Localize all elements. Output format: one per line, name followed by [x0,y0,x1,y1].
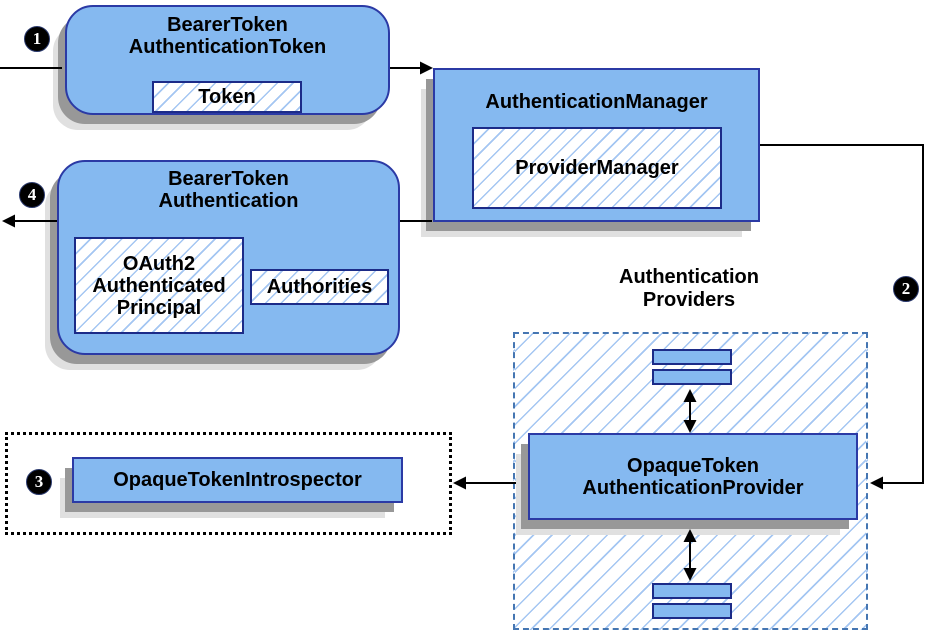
title-line-1: OpaqueToken [627,454,759,477]
oauth2-authenticated-principal-box: OAuth2 Authenticated Principal [74,237,244,334]
title-line-2: Authentication [158,190,299,212]
providers-label-line-2: Providers [642,289,736,311]
step-3-badge: 3 [26,469,52,495]
opaque-token-authentication-provider-node: OpaqueToken AuthenticationProvider [528,433,858,520]
bearer-token-authentication-title: BearerToken Authentication [59,162,398,212]
opaque-token-authentication-provider-title: OpaqueToken AuthenticationProvider [582,455,803,499]
providers-label-line-1: Authentication [619,266,759,288]
step-4-badge: 4 [19,182,45,208]
step-2-number: 2 [901,279,911,298]
provider-bar [652,369,732,385]
token-label: Token [198,86,256,108]
authorities-label: Authorities [266,276,373,298]
provider-manager-label: ProviderManager [515,157,679,179]
principal-line-1: OAuth2 [122,252,196,275]
step-1-number: 1 [32,29,42,48]
provider-bar [652,349,732,365]
opaque-token-introspector-title: OpaqueTokenIntrospector [113,469,362,491]
authorities-box: Authorities [250,269,389,305]
arrow-provider-to-introspector [453,476,516,490]
step-3-number: 3 [34,472,44,491]
principal-line-3: Principal [116,296,202,319]
step-1-badge: 1 [24,26,50,52]
provider-manager-box: ProviderManager [472,127,722,209]
principal-line-2: Authenticated [92,274,226,297]
authentication-manager-title: AuthenticationManager [485,91,708,113]
authentication-providers-label: Authentication Providers [589,266,789,312]
step-2-badge: 2 [893,276,919,302]
title-line-2: AuthenticationProvider [582,476,804,499]
provider-bar [652,583,732,599]
title-line-2: AuthenticationToken [128,36,327,58]
title-line-1: BearerToken [167,14,288,36]
authentication-manager-node: AuthenticationManager ProviderManager [433,68,760,222]
provider-bar [652,603,732,619]
bearer-token-authentication-token-node: BearerToken AuthenticationToken Token [65,5,390,115]
token-box: Token [152,81,302,113]
step-4-number: 4 [27,185,37,204]
bearer-token-authentication-node: BearerToken Authentication OAuth2 Authen… [57,160,400,355]
opaque-token-introspector-node: OpaqueTokenIntrospector [72,457,403,503]
title-line-1: BearerToken [168,168,289,190]
bearer-token-authentication-token-title: BearerToken AuthenticationToken [67,7,388,58]
arrow-token-to-manager [390,61,433,75]
